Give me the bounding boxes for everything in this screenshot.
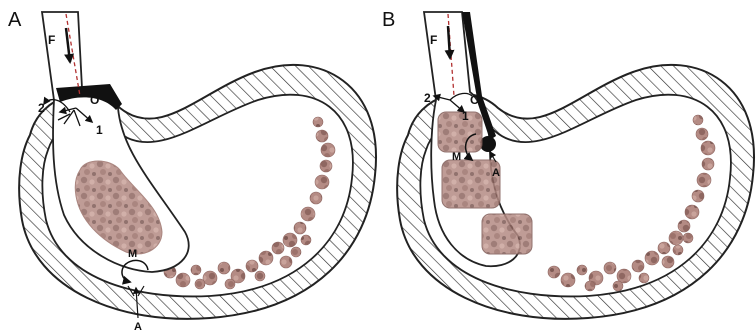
anchor-label: A bbox=[492, 167, 500, 179]
pivot-label: O bbox=[90, 93, 99, 107]
moment-label: M bbox=[128, 248, 137, 260]
panel-b: B F O 2 1 bbox=[378, 0, 756, 333]
panel-b-diagram: B F O 2 1 bbox=[378, 0, 756, 333]
direction-2-label: 2 bbox=[424, 91, 431, 105]
anchor-label: A bbox=[134, 321, 142, 333]
panel-b-letter: B bbox=[382, 9, 395, 31]
force-label: F bbox=[48, 33, 55, 47]
direction-1-label: 1 bbox=[96, 123, 103, 137]
moment-label: M bbox=[452, 151, 461, 163]
panel-a-letter: A bbox=[8, 9, 22, 31]
panel-a-diagram: A F O 2 1 bbox=[0, 0, 378, 333]
panel-a: A F O 2 1 bbox=[0, 0, 378, 333]
force-label: F bbox=[430, 33, 437, 47]
